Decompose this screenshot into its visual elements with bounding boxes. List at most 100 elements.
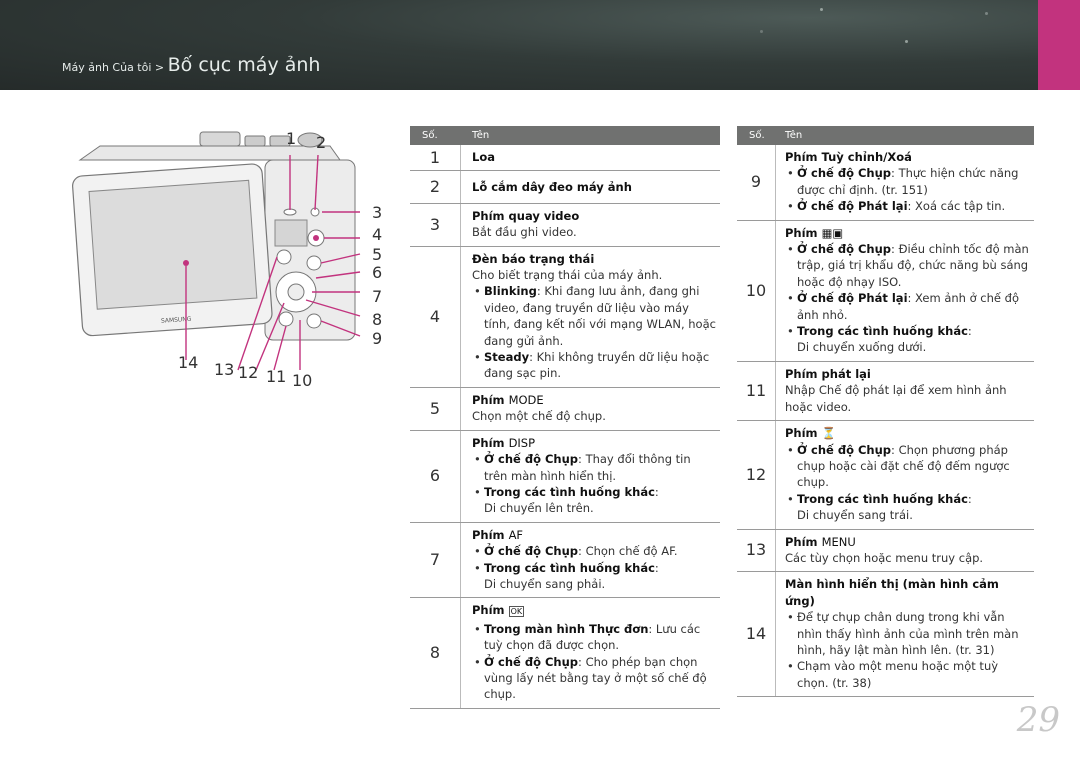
bullet-text: : Chọn chế độ AF. <box>578 544 678 559</box>
bullet-subtext: Di chuyển lên trên. <box>484 501 594 516</box>
row-bullet: Ở chế độ Chụp: Thực hiện chức năng được … <box>785 165 1030 198</box>
brand-label: SAMSUNG <box>161 316 192 325</box>
row-bullet: Ở chế độ Chụp: Chọn chế độ AF. <box>472 543 716 560</box>
row-title: Lỗ cắm dây đeo máy ảnh <box>472 180 632 195</box>
row-number: 11 <box>737 361 776 421</box>
row-title: Phím <box>472 527 505 542</box>
thumbnail-key-icon: ▦▣ <box>821 225 844 240</box>
col-name: Tên <box>785 130 803 141</box>
row-number: 8 <box>410 598 461 708</box>
row-bullet: Ở chế độ Chụp: Cho phép bạn chọn vùng lấ… <box>472 654 716 703</box>
row-title: Phím <box>785 225 818 240</box>
breadcrumb: Máy ảnh Của tôi > Bố cục máy ảnh <box>62 54 320 76</box>
row-title: Phím Tuỳ chỉnh/Xoá <box>785 150 912 164</box>
row-title: Phím <box>472 603 505 618</box>
bullet-label: Ở chế độ Chụp <box>484 452 579 467</box>
row-number: 9 <box>737 145 776 220</box>
table-row: 10 Phím ▦▣ Ở chế độ Chụp: Điều chỉnh tốc… <box>737 220 1034 362</box>
callout-7: 7 <box>372 287 382 306</box>
timer-key-icon: ⏳ <box>821 426 836 441</box>
page-header: Máy ảnh Của tôi > Bố cục máy ảnh <box>0 0 1080 90</box>
parts-table-right: Số. Tên 9 Phím Tuỳ chỉnh/Xoá Ở chế độ Ch… <box>737 126 1034 698</box>
bullet-subtext: Di chuyển sang trái. <box>797 508 913 523</box>
row-bullet: Ở chế độ Chụp: Thay đổi thông tin trên m… <box>472 451 716 484</box>
callout-9: 9 <box>372 329 382 348</box>
row-number: 10 <box>737 220 776 361</box>
bullet-label: Trong các tình huống khác <box>484 484 655 499</box>
bullet-text: : Khi không truyền dữ liệu hoặc đang sạc… <box>484 350 710 381</box>
bullet-label: Ở chế độ Phát lại <box>797 291 908 306</box>
bullet-label: Ở chế độ Chụp <box>484 544 579 559</box>
page-title: Bố cục máy ảnh <box>167 54 321 76</box>
row-bullet: Ở chế độ Chụp: Chọn phương pháp chụp hoặ… <box>785 442 1030 491</box>
table-row: 5 Phím MODE Chọn một chế độ chụp. <box>410 387 720 431</box>
bullet-text: : Thay đổi thông tin trên màn hình hiển … <box>484 452 691 483</box>
row-desc: Cho biết trạng thái của máy ảnh. <box>472 268 663 283</box>
bullet-label: Steady <box>484 350 530 365</box>
row-number: 14 <box>737 572 776 697</box>
table-row: 2 Lỗ cắm dây đeo máy ảnh <box>410 171 720 204</box>
menu-key-label: MENU <box>821 534 856 549</box>
bullet-text: : <box>967 324 972 339</box>
col-name: Tên <box>472 130 490 141</box>
callout-10: 10 <box>292 371 312 390</box>
row-number: 4 <box>410 246 461 387</box>
row-title: Phím phát lại <box>785 366 871 381</box>
disp-key-label: DISP <box>508 435 536 450</box>
row-title: Phím quay video <box>472 208 580 223</box>
camera-back-illustration: SAMSUNG 1 2 3 4 5 6 7 8 9 10 11 <box>72 129 382 390</box>
callout-5: 5 <box>372 245 382 264</box>
callout-13: 13 <box>214 360 234 379</box>
row-bullet: Để tự chụp chân dung trong khi vẫn nhìn … <box>785 609 1030 658</box>
ok-key-icon: OK <box>508 606 525 618</box>
af-key-label: AF <box>508 527 524 542</box>
bullet-text: : Thực hiện chức năng được chỉ định. (tr… <box>797 166 1019 197</box>
section-tab <box>1038 0 1080 90</box>
row-desc: Các tùy chọn hoặc menu truy cập. <box>785 550 984 565</box>
breadcrumb-parent[interactable]: Máy ảnh Của tôi > <box>62 61 168 74</box>
bullet-text: : Khi đang lưu ảnh, đang ghi video, đang… <box>484 284 716 348</box>
table-row: 11 Phím phát lại Nhập Chế độ phát lại để… <box>737 361 1034 422</box>
row-title: Loa <box>472 150 495 164</box>
bullet-text: : Xem ảnh ở chế độ ảnh nhỏ. <box>797 291 1019 322</box>
row-desc: Bắt đầu ghi video. <box>472 225 577 240</box>
bullet-label: Ở chế độ Chụp <box>797 242 892 257</box>
row-title: Đèn báo trạng thái <box>472 251 595 266</box>
bullet-text: : Điều chỉnh tốc độ màn trập, giá trị kh… <box>797 242 1029 289</box>
table-row: 1 Loa <box>410 145 720 172</box>
bullet-text: : Cho phép bạn chọn vùng lấy nét bằng ta… <box>484 654 707 702</box>
mode-key-label: MODE <box>508 392 544 407</box>
parts-table-left: Số. Tên 1 Loa 2 Lỗ cắm dây đeo máy ảnh 3… <box>410 126 720 709</box>
table-row: 14 Màn hình hiển thị (màn hình cảm ứng) … <box>737 572 1034 698</box>
bullet-label: Ở chế độ Chụp <box>797 442 892 457</box>
row-title: Phím <box>785 426 818 441</box>
bullet-text: : Chọn phương pháp chụp hoặc cài đặt chế… <box>797 442 1010 490</box>
row-number: 3 <box>410 203 461 246</box>
bullet-label: Trong các tình huống khác <box>484 560 655 575</box>
bullet-label: Ở chế độ Phát lại <box>797 199 908 214</box>
row-title: Phím <box>472 392 505 407</box>
row-bullet: Trong các tình huống khác:Di chuyển sang… <box>785 491 1030 524</box>
bullet-text: : <box>654 560 659 575</box>
table-row: 4 Đèn báo trạng thái Cho biết trạng thái… <box>410 246 720 388</box>
row-number: 12 <box>737 421 776 529</box>
row-bullet: Chạm vào một menu hoặc một tuỳ chọn. (tr… <box>785 658 1030 691</box>
bullet-subtext: Di chuyển xuống dưới. <box>797 340 927 355</box>
row-title: Phím <box>785 534 818 549</box>
bullet-label: Blinking <box>484 284 537 299</box>
table-row: 8 Phím OK Trong màn hình Thực đơn: Lưu c… <box>410 598 720 709</box>
bullet-text: : <box>967 491 972 506</box>
table-header: Số. Tên <box>737 126 1034 145</box>
callout-8: 8 <box>372 310 382 329</box>
row-bullet: Ở chế độ Phát lại: Xem ảnh ở chế độ ảnh … <box>785 290 1030 323</box>
row-number: 6 <box>410 430 461 522</box>
callout-2: 2 <box>316 133 326 152</box>
row-number: 13 <box>737 529 776 572</box>
row-bullet: Trong các tình huống khác:Di chuyển xuốn… <box>785 323 1030 356</box>
col-number: Số. <box>422 130 438 141</box>
bullet-text: : Xoá các tập tin. <box>907 199 1006 214</box>
row-bullet: Trong các tình huống khác:Di chuyển sang… <box>472 560 716 593</box>
row-bullet: Blinking: Khi đang lưu ảnh, đang ghi vid… <box>472 283 716 349</box>
row-bullet: Steady: Khi không truyền dữ liệu hoặc đa… <box>472 349 716 382</box>
row-desc: Nhập Chế độ phát lại để xem hình ảnh hoặ… <box>785 383 1007 414</box>
